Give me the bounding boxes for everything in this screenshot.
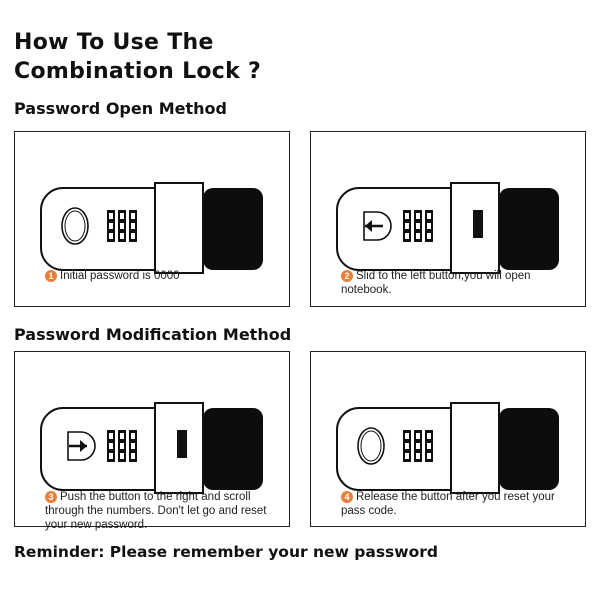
latch-slot <box>177 430 187 458</box>
reminder-text: Reminder: Please remember your new passw… <box>14 543 438 561</box>
lock-illustration <box>40 182 263 274</box>
lock-end-block <box>203 188 263 270</box>
dial-digit <box>427 433 431 439</box>
dial-digit <box>131 233 135 239</box>
dial-digit <box>405 443 409 449</box>
page-title: How To Use The Combination Lock ? <box>14 28 574 86</box>
lock-illustration <box>336 182 559 274</box>
step-number-badge: 2 <box>341 270 353 282</box>
dial-digit <box>427 453 431 459</box>
lock-end-block <box>499 408 559 490</box>
slider-sleeve <box>450 402 500 494</box>
dial-digit <box>416 233 420 239</box>
dial-digit <box>405 453 409 459</box>
lock-end-block <box>203 408 263 490</box>
dial-digit <box>131 453 135 459</box>
dial-digit <box>416 433 420 439</box>
section-heading-modify: Password Modification Method <box>14 325 292 344</box>
dial-digit <box>120 433 124 439</box>
step-text: Initial password is 0000 <box>60 270 180 282</box>
dial-digit <box>427 443 431 449</box>
release-button-rim <box>360 430 382 462</box>
dial-digit <box>131 433 135 439</box>
dial-digit <box>416 223 420 229</box>
dial-digit <box>131 223 135 229</box>
dial-digit <box>405 213 409 219</box>
dial-digit <box>131 443 135 449</box>
dial-digit <box>427 213 431 219</box>
release-button-icon <box>61 207 89 245</box>
dial-digit <box>416 213 420 219</box>
lock-illustration <box>40 402 263 494</box>
title-line-2: Combination Lock ? <box>14 59 262 84</box>
dial-digit <box>109 233 113 239</box>
dial-digit <box>405 433 409 439</box>
arrow-head <box>80 440 87 452</box>
title-line-1: How To Use The <box>14 30 214 55</box>
dial-digit <box>416 453 420 459</box>
step-text: Push the button to the right and scroll … <box>45 491 267 531</box>
dial-digit <box>109 443 113 449</box>
release-button-rim <box>64 210 86 242</box>
dial-digit <box>131 213 135 219</box>
dial-digit <box>120 213 124 219</box>
dial-digit <box>109 223 113 229</box>
step-number-badge: 1 <box>45 270 57 282</box>
step-text: Release the button after you reset your … <box>341 491 555 517</box>
dial-digit <box>109 453 113 459</box>
dial-digit <box>427 223 431 229</box>
dial-digit <box>405 223 409 229</box>
dial-digit <box>427 233 431 239</box>
lock-illustration <box>336 402 559 494</box>
latch-slot <box>473 210 483 238</box>
step-number-badge: 3 <box>45 491 57 503</box>
step-text: Slid to the left button,you will open no… <box>341 270 531 296</box>
dial-digit <box>120 453 124 459</box>
dial-digit <box>120 223 124 229</box>
release-button-icon <box>357 427 385 465</box>
dial-digit <box>109 213 113 219</box>
dial-digit <box>109 433 113 439</box>
dial-digit <box>405 233 409 239</box>
arrow-head <box>365 220 372 232</box>
section-heading-open: Password Open Method <box>14 99 227 118</box>
dial-digit <box>120 443 124 449</box>
lock-end-block <box>499 188 559 270</box>
slider-sleeve <box>154 182 204 274</box>
dial-digit <box>120 233 124 239</box>
dial-digit <box>416 443 420 449</box>
step-number-badge: 4 <box>341 491 353 503</box>
